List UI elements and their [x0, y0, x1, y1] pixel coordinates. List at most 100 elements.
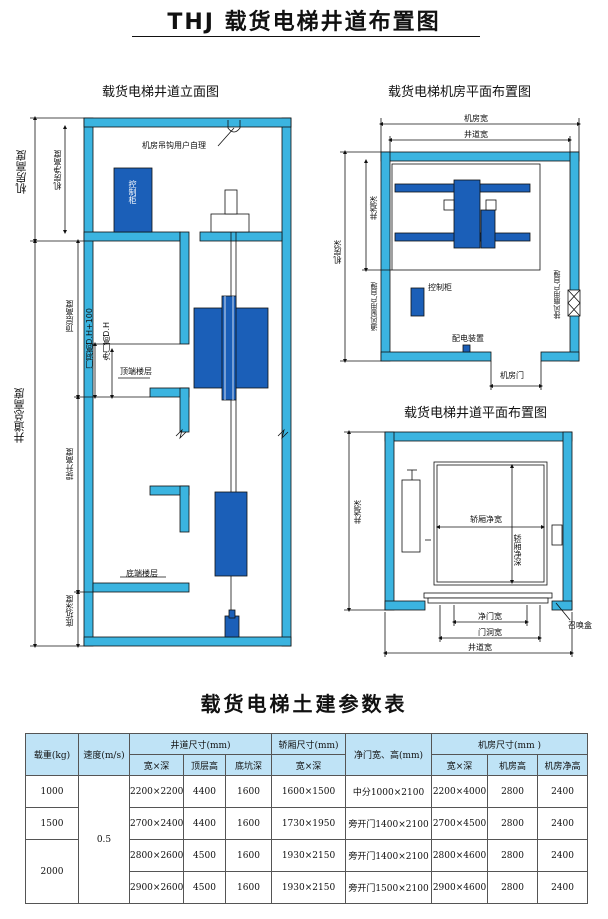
title-underline [132, 36, 480, 37]
mr-wall-left [380, 151, 391, 362]
header-machine-room: 机房尺寸(mm ) [431, 733, 589, 755]
cell-door: 旁开门1400×2100 [345, 839, 433, 872]
cell-pit: 1600 [224, 871, 273, 904]
cell-car: 1930×2150 [271, 839, 347, 872]
elev-control-cabinet [113, 167, 153, 233]
mr-power-unit [462, 344, 471, 353]
cell-mrh: 2800 [487, 871, 539, 904]
label-shaft-depth: 井道深 [353, 500, 362, 524]
cell-shaft: 2800×2600 [129, 839, 184, 872]
label-door-opening-width: 门洞宽 [478, 628, 502, 637]
cell-pit: 1600 [224, 775, 273, 808]
mr-control-cabinet [410, 287, 425, 317]
elev-pit-floor [83, 636, 292, 647]
cell-car: 1930×2150 [271, 871, 347, 904]
cell-mr: 2900×4600 [431, 871, 489, 904]
label-vent-window: 通风窗用户自理 [370, 282, 378, 331]
label-top-height: 顶层高度 [65, 300, 74, 332]
label-room-width: 机房宽 [464, 114, 488, 123]
cell-speed: 0.5 [78, 775, 130, 904]
drawings [30, 116, 581, 657]
cell-mr: 2800×4600 [431, 839, 489, 872]
cell-load: 1000 [25, 775, 79, 808]
label-car-clear-depth: 轿厢净深 [513, 534, 522, 566]
elev-landing-wall-top [179, 231, 190, 345]
header-mr-clear-height: 机房净高 [537, 754, 589, 776]
elev-mr-floor [83, 231, 181, 242]
header-car-size: 轿厢尺寸(mm) [271, 733, 347, 755]
cell-shaft: 2200×2200 [129, 775, 184, 808]
cell-car: 1600×1500 [271, 775, 347, 808]
label-pit-depth: 底坑深度 [65, 595, 74, 627]
elev-traction-machine [210, 213, 250, 233]
shaft-wall-left [384, 431, 395, 611]
shaft-call-box [551, 524, 563, 546]
cell-car: 1730×1950 [271, 807, 347, 840]
header-mr-wxd: 宽×深 [431, 754, 489, 776]
cell-mrh: 2800 [487, 807, 539, 840]
cell-mrch: 2400 [537, 775, 589, 808]
cell-door: 中分1000×2100 [345, 775, 433, 808]
header-shaft-size: 井道尺寸(mm) [128, 733, 273, 755]
cell-mrch: 2400 [537, 807, 589, 840]
shaft-plan-drawing [344, 430, 574, 657]
header-load: 载重(kg) [25, 733, 79, 776]
section-title-shaft-plan: 载货电梯井道平面布置图 [404, 406, 548, 421]
label-top-floor: 顶端楼层 [120, 367, 152, 376]
label-mr-shaft-width: 井道宽 [464, 130, 488, 139]
mr-wall-top [380, 151, 580, 162]
label-power-unit: 配电装置 [452, 334, 484, 343]
label-door-opening-height: 门洞高D.H+100 [85, 308, 94, 369]
cell-mr: 2700×4500 [431, 807, 489, 840]
header-pit-depth: 底坑深 [224, 754, 273, 776]
mr-wall-right [569, 151, 580, 362]
shaft-counterweight [401, 479, 421, 553]
header-mr-height: 机房高 [487, 754, 539, 776]
elev-control-cabinet-label: 控制柜 [128, 180, 137, 204]
cell-pit: 1600 [224, 807, 273, 840]
elev-wall-left [83, 117, 94, 647]
label-mr-shaft-depth: 井道深 [369, 196, 378, 220]
header-speed: 速度(m/s) [78, 733, 130, 776]
cell-door: 旁开门1400×2100 [345, 807, 433, 840]
table-row: 2900×2600 4500 1600 1930×2150 旁开门1500×21… [26, 871, 589, 904]
label-room-depth: 机房深 [333, 240, 342, 264]
label-exhaust-fan: 排风扇用户自理 [553, 270, 561, 319]
header-shaft-wxd: 宽×深 [129, 754, 184, 776]
section-title-machine-room: 载货电梯机房平面布置图 [388, 85, 532, 100]
cell-shaft: 2900×2600 [129, 871, 184, 904]
cell-load: 1500 [25, 807, 79, 840]
elev-top-landing-col [179, 387, 190, 433]
header-top-height: 顶层高 [183, 754, 226, 776]
elev-bottom-slab [92, 582, 190, 593]
elev-mid-col [179, 485, 190, 533]
mr-wall-bottom-right [540, 351, 580, 362]
label-clear-door-width: 净门宽 [478, 612, 502, 621]
elev-mr-floor-right [199, 231, 283, 242]
cell-mrch: 2400 [537, 839, 589, 872]
parameter-table: 载重(kg) 速度(m/s) 井道尺寸(mm) 轿厢尺寸(mm) 净门宽、高(m… [25, 733, 589, 904]
cell-top: 4500 [183, 839, 226, 872]
label-hoistway-total-height: 井道总高度 [13, 388, 26, 443]
hook-note: 机房吊钩用户自理 [142, 141, 206, 150]
elev-wall-right [281, 117, 292, 647]
cell-top: 4400 [183, 807, 226, 840]
elevation-drawing [30, 116, 292, 648]
mr-traction-machine [453, 179, 481, 249]
label-room-door: 机房门 [500, 371, 524, 380]
label-call-box: 召唤盒 [568, 621, 592, 630]
cell-load: 2000 [25, 839, 79, 904]
cell-top: 4500 [183, 871, 226, 904]
table-row: 1000 0.5 2200×2200 4400 1600 1600×1500 中… [25, 775, 589, 904]
cell-mr: 2200×4000 [431, 775, 489, 808]
machine-room-drawing [340, 118, 581, 390]
mr-wall-bottom-left [380, 351, 492, 362]
cell-mrch: 2400 [537, 871, 589, 904]
shaft-wall-top [384, 431, 573, 442]
table-title: 载货电梯土建参数表 [200, 692, 408, 716]
elev-roof [83, 117, 292, 128]
label-bottom-floor: 底端楼层 [126, 569, 158, 578]
elev-buffer [224, 615, 240, 638]
cell-top: 4400 [183, 775, 226, 808]
cell-shaft: 2700×2400 [129, 807, 184, 840]
